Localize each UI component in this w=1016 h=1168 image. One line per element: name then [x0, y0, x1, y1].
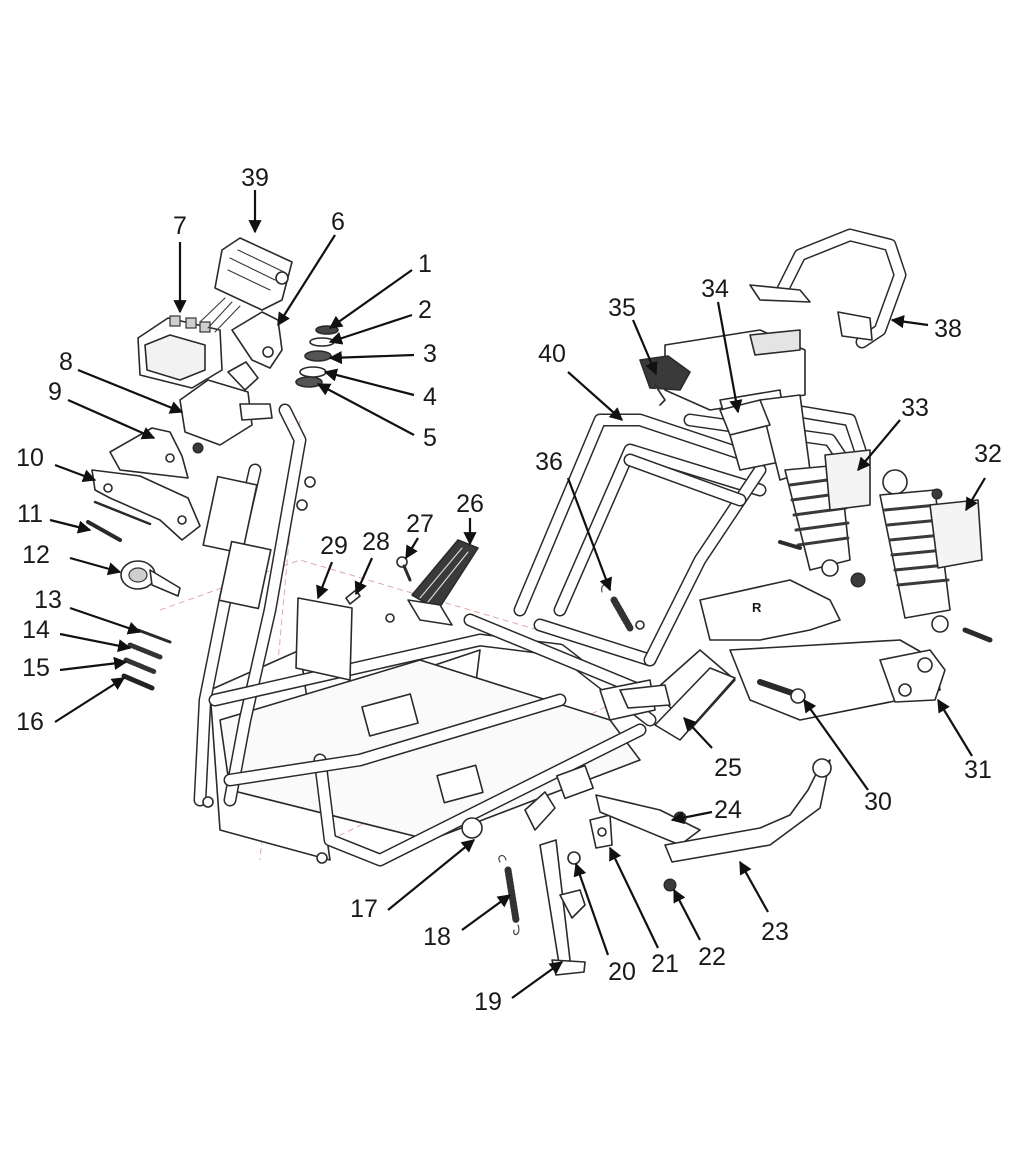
part-21-bracket — [589, 814, 613, 849]
callout-8: 8 — [59, 348, 73, 376]
part-16-pin — [121, 673, 155, 691]
callout-20: 20 — [608, 958, 636, 986]
part-9-plate — [109, 427, 189, 479]
callout-27: 27 — [406, 510, 434, 538]
callout-17: 17 — [350, 895, 378, 923]
callout-3: 3 — [423, 340, 437, 368]
part-26-footpeg — [407, 539, 479, 626]
part-29-plate — [295, 597, 353, 681]
part-33-shock-absorber — [778, 449, 871, 588]
callout-32: 32 — [974, 440, 1002, 468]
frame-bolt — [385, 613, 395, 623]
callout-11: 11 — [17, 500, 43, 528]
part-17-bushing — [461, 817, 483, 839]
callout-labels: 39 7 6 1 2 3 4 5 8 9 10 11 12 13 14 15 1… — [16, 164, 1002, 1016]
callout-23: 23 — [761, 918, 789, 946]
part-13-pin — [136, 628, 172, 644]
callout-30: 30 — [864, 788, 892, 816]
part-11-long-bolt — [86, 500, 152, 542]
part-27-bolt — [396, 556, 412, 582]
callout-28: 28 — [362, 528, 390, 556]
part-10-bracket — [91, 469, 201, 541]
part-8-switch-assembly — [179, 361, 273, 454]
callout-18: 18 — [423, 923, 451, 951]
callout-16: 16 — [16, 708, 44, 736]
part-38-grab-handle — [749, 228, 907, 349]
callout-5: 5 — [423, 424, 437, 452]
callout-15: 15 — [22, 654, 50, 682]
callout-4: 4 — [423, 383, 437, 411]
leader-lines — [49, 190, 986, 999]
callout-9: 9 — [48, 378, 62, 406]
part-18-spring — [498, 854, 520, 936]
part-7-abs-unit — [137, 297, 241, 389]
callout-19: 19 — [474, 988, 502, 1016]
callout-40: 40 — [538, 340, 566, 368]
part-30-axle-bolt — [757, 679, 806, 704]
callout-13: 13 — [34, 586, 62, 614]
part-25-footrest — [619, 667, 736, 741]
part-6-bracket — [231, 311, 283, 369]
callout-2: 2 — [418, 296, 432, 324]
callout-29: 29 — [320, 532, 348, 560]
part-12-horn — [120, 560, 181, 597]
swingarm-mark: R — [752, 600, 762, 615]
callout-14: 14 — [22, 616, 50, 644]
callout-21: 21 — [651, 950, 679, 978]
callout-1: 1 — [418, 250, 432, 278]
callout-25: 25 — [714, 754, 742, 782]
part-14-spring — [127, 642, 163, 660]
callout-36: 36 — [535, 448, 563, 476]
callout-22: 22 — [698, 943, 726, 971]
callout-38: 38 — [934, 315, 962, 343]
callout-24: 24 — [714, 796, 742, 824]
part-36-spring — [601, 584, 645, 632]
callout-10: 10 — [16, 444, 44, 472]
callout-26: 26 — [456, 490, 484, 518]
part-1-to-5-bearing-stack — [295, 325, 339, 388]
callout-7: 7 — [173, 212, 187, 240]
callout-33: 33 — [901, 394, 929, 422]
part-15-spring — [123, 657, 158, 675]
callout-39: 39 — [241, 164, 269, 192]
part-19-side-stand — [524, 791, 586, 976]
part-32-shock-absorber — [879, 469, 993, 643]
part-23-center-stand — [595, 758, 832, 863]
part-22-nut — [663, 878, 677, 892]
part-20-bolt — [567, 851, 581, 865]
callout-35: 35 — [608, 294, 636, 322]
callout-6: 6 — [331, 208, 345, 236]
callout-12: 12 — [22, 541, 50, 569]
callout-31: 31 — [964, 756, 992, 784]
callout-34: 34 — [701, 275, 729, 303]
swingarm: R — [699, 579, 946, 721]
part-39-ecu — [214, 237, 293, 311]
